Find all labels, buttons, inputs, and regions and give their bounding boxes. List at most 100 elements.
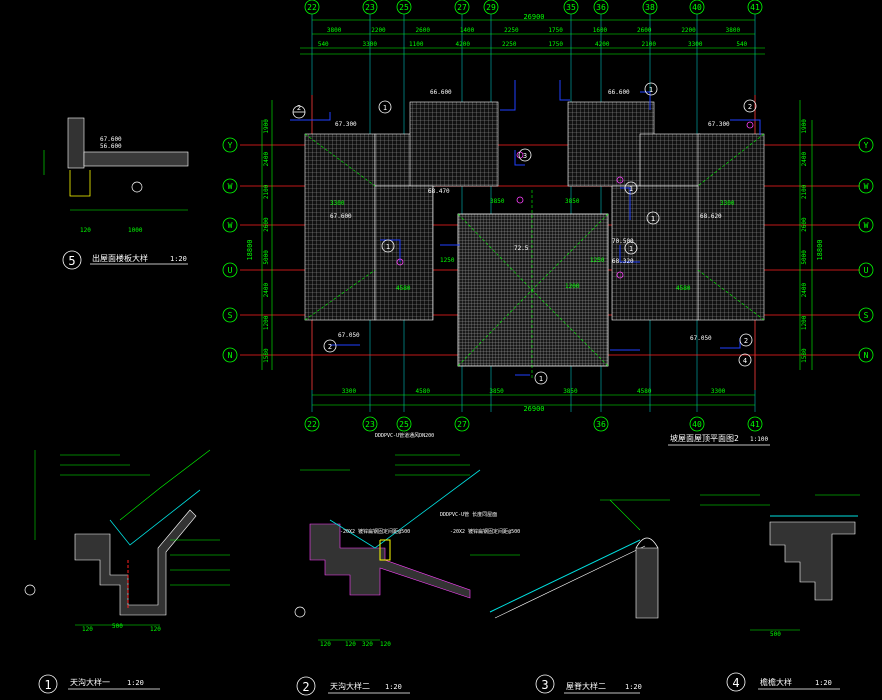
axis-bubble-circle [454, 416, 470, 432]
inner-dim: 1200 [565, 283, 580, 290]
inner-dim-labels: 3850 3850 1250 1250 3300 3300 1200 4580 … [330, 198, 735, 292]
dim: 120 [380, 641, 391, 648]
axis-label: U [228, 266, 233, 275]
elev-label: 72.5 [514, 245, 529, 252]
svg-text:2: 2 [297, 104, 301, 112]
right-dim: 2400 [801, 283, 808, 298]
top-axis-bubble: 41 [747, 0, 763, 15]
axis-bubble-circle [689, 416, 705, 432]
left-dim: 1200 [263, 315, 270, 330]
bottom-axis-bubble: 23 [362, 416, 378, 432]
left-dim: 1900 [263, 119, 270, 134]
elev-label: 67.600 [100, 136, 122, 143]
detail-scale: 1:20 [127, 679, 144, 687]
dim: 120 [150, 626, 161, 633]
left-dim: 2400 [263, 283, 270, 298]
inner-dim: 3300 [330, 200, 345, 207]
right-axis-bubble: W [858, 217, 874, 233]
left-axis-bubble: W [222, 178, 238, 194]
axis-label: 25 [399, 3, 409, 12]
elev-label: 67.050 [338, 332, 360, 339]
axis-label: 27 [457, 3, 467, 12]
inner-dim: 3850 [565, 198, 580, 205]
right-axis-bubble: S [858, 307, 874, 323]
total-dim-top: 26900 [523, 13, 544, 21]
axis-label: 35 [566, 3, 576, 12]
right-dim: 2400 [801, 152, 808, 167]
axis-bubble-circle [454, 0, 470, 15]
axis-bubble-circle [483, 0, 499, 15]
detail-title: 出屋面楼板大样 [92, 253, 148, 263]
left-dim: 2100 [263, 184, 270, 199]
bottom-axis-bubble: 41 [747, 416, 763, 432]
axis-bubble-circle [563, 0, 579, 15]
detail-header: DDDPVC-U管道通风DN200 [375, 432, 434, 439]
detail-scale: 1:20 [625, 683, 642, 691]
total-dim: 26900 26900 [523, 13, 544, 413]
axis-bubble-circle [858, 137, 874, 153]
top-dim2: 3300 [688, 41, 703, 48]
left-axis-bubble: N [222, 347, 238, 363]
svg-text:1: 1 [629, 185, 633, 193]
bottom-dim: 4580 [416, 388, 431, 395]
detail-4: 500 4 檐檐大样 1:20 [726, 515, 858, 692]
svg-text:1: 1 [386, 243, 390, 251]
right-axis-bubble: N [858, 347, 874, 363]
right-axis-bubble: Y [858, 137, 874, 153]
svg-text:1: 1 [649, 86, 653, 94]
axis-bubble-circle [642, 0, 658, 15]
bottom-dim: 3850 [489, 388, 504, 395]
svg-text:1: 1 [383, 104, 387, 112]
axis-label: Y [864, 141, 869, 150]
svg-text:3: 3 [523, 152, 527, 160]
elev-label: 67.050 [690, 335, 712, 342]
plan-title: 坡屋面屋顶平面图2 [670, 433, 739, 443]
axis-bubble-circle [396, 416, 412, 432]
bottom-axis-bubble: 36 [593, 416, 609, 432]
dim: 500 [112, 623, 123, 630]
elev-label: 56.600 [100, 143, 122, 150]
top-axis-bubble: 38 [642, 0, 658, 15]
axis-label: 40 [692, 3, 702, 12]
elev-label: 68.470 [428, 188, 450, 195]
inner-dim: 1250 [590, 257, 605, 264]
axis-label: S [864, 311, 869, 320]
right-axis-bubble: U [858, 262, 874, 278]
roof-plan: 2 3 1 1 2 1 1 1 1 2 2 1 4 22232527293536… [222, 0, 874, 446]
axis-bubble-circle [593, 416, 609, 432]
dim: 120 [82, 626, 93, 633]
top-dim: 1600 [593, 27, 608, 34]
axis-bubble-circle [362, 0, 378, 15]
axis-bubble-circle [222, 347, 238, 363]
axis-bubble-circle [858, 178, 874, 194]
svg-text:1: 1 [629, 245, 633, 253]
left-axis-bubble: S [222, 307, 238, 323]
dim: 320 [362, 641, 373, 648]
dim: 120 [345, 641, 356, 648]
leader-lines [34, 450, 860, 586]
axis-bubble-circle [858, 262, 874, 278]
axis-label: 38 [645, 3, 655, 12]
axis-label: 22 [307, 3, 317, 12]
detail-num: 1 [44, 678, 51, 692]
detail-title: 天沟大样一 [70, 677, 110, 687]
elev-label: 66.600 [430, 89, 452, 96]
axis-bubble-circle [858, 347, 874, 363]
top-dim2: 2100 [642, 41, 657, 48]
left-dim: 2400 [263, 152, 270, 167]
axis-label: 41 [750, 3, 760, 12]
top-dim2: 3300 [363, 41, 378, 48]
top-axis-bubble: 35 [563, 0, 579, 15]
top-dim: 2600 [416, 27, 431, 34]
top-dim2: 2250 [502, 41, 517, 48]
detail-num: 5 [68, 254, 75, 268]
left-dim: 2600 [263, 217, 270, 232]
top-axis-bubble: 40 [689, 0, 705, 15]
axis-bubble-circle [747, 416, 763, 432]
svg-text:2: 2 [744, 337, 748, 345]
